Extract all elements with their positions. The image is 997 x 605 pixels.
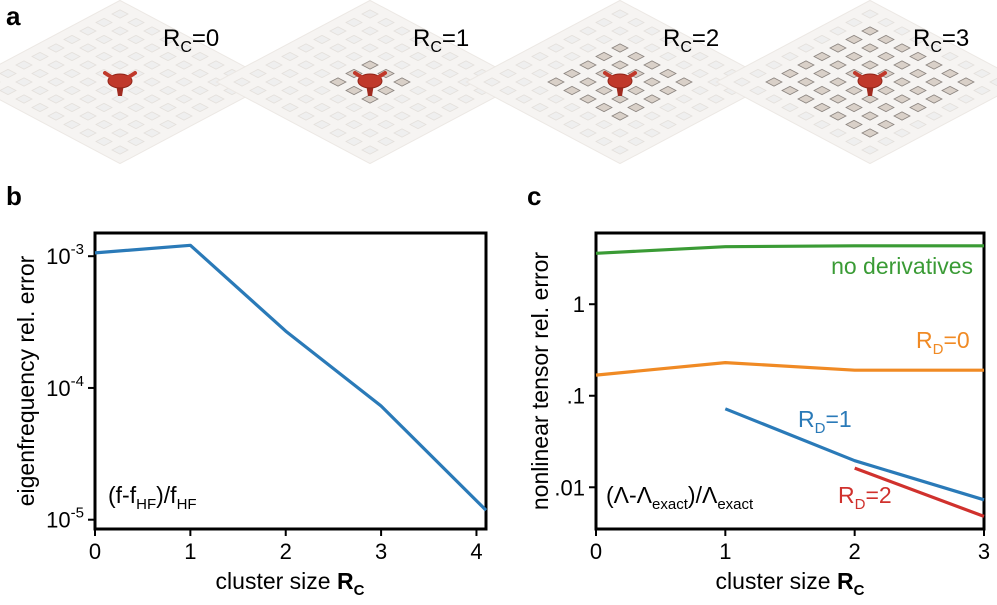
- cluster-center-2: [603, 71, 637, 96]
- svg-text:RC=0: RC=0: [163, 25, 219, 56]
- plot-b-xtick-label-2: 2: [280, 539, 292, 564]
- plot-c-ytick-label-2: .01: [554, 475, 585, 500]
- plot-b-annotation: (f-fHF)/fHF: [108, 482, 197, 513]
- plot-c-ytick-label-0: 1: [573, 292, 585, 317]
- cluster-lattices: [0, 0, 997, 165]
- cluster-label-0: RC=0: [163, 25, 219, 56]
- plot-b-ytick-label-0: 10-3: [46, 241, 84, 269]
- plot-b-xtick-label-4: 4: [470, 539, 482, 564]
- plot-b-xtick-label-1: 1: [184, 539, 196, 564]
- cluster-center-1: [353, 71, 387, 96]
- plot-b-xtick-label-3: 3: [375, 539, 387, 564]
- plot-c-series-line-1: [595, 361, 984, 377]
- plot-b-ytick-label-1: 10-4: [46, 373, 84, 401]
- plot-c-series: [595, 244, 985, 518]
- plot-b-x-axis-label: cluster size RC: [216, 568, 365, 599]
- plot-b-xtick-label-0: 0: [89, 539, 101, 564]
- cluster-center-3: [853, 71, 887, 96]
- panel-b-letter: b: [6, 181, 22, 211]
- cluster-lattice-2: [465, 0, 775, 165]
- plot-c-ticks: 0 1 2 3 1 .1 .01: [554, 292, 990, 564]
- svg-text:RC=1: RC=1: [413, 25, 469, 56]
- cluster-label-1: RC=1: [413, 25, 469, 56]
- plot-c-series-line-0: [595, 244, 984, 255]
- plot-c-ytick-label-1: .1: [567, 384, 585, 409]
- cluster-label-3: RC=3: [913, 25, 969, 56]
- plot-c-y-axis-label: nonlinear tensor rel. error: [527, 252, 553, 511]
- cluster-lattice-3: [715, 0, 997, 165]
- plot-c-x-axis-label: cluster size RC: [716, 568, 865, 599]
- svg-text:RC=2: RC=2: [663, 25, 719, 56]
- plot-b-ticks: 0 1 2 3 4 10-3 10-4 10-5: [46, 241, 482, 564]
- panel-c-letter: c: [527, 181, 541, 211]
- plot-b-frame: [93, 231, 488, 531]
- plot-b-y-axis-label: eigenfrequency rel. error: [13, 255, 39, 506]
- cluster-label-2: RC=2: [663, 25, 719, 56]
- plot-b-series: [94, 243, 488, 512]
- plot-c-series-line-3: [854, 466, 985, 518]
- plot-c-xtick-label-1: 1: [719, 539, 731, 564]
- series-label-rd2: RD=2: [838, 482, 892, 513]
- plot-c-series-line-2: [724, 407, 985, 502]
- panel-a-letter: a: [6, 1, 21, 31]
- plot-c-xtick-label-3: 3: [978, 539, 990, 564]
- plot-b-ytick-label-2: 10-5: [46, 505, 84, 533]
- plot-c-xtick-label-0: 0: [590, 539, 602, 564]
- series-label-rd1: RD=1: [798, 406, 852, 437]
- series-label-no-derivatives: no derivatives: [831, 253, 973, 279]
- cluster-center-0: [103, 71, 137, 96]
- plot-c-annotation: (Λ-Λexact)/Λexact: [606, 482, 754, 513]
- svg-text:RC=3: RC=3: [913, 25, 969, 56]
- plot-c-xtick-label-2: 2: [849, 539, 861, 564]
- plot-b-series-line-0: [94, 243, 488, 512]
- plot-c-frame: [594, 231, 986, 531]
- series-label-rd0: RD=0: [916, 327, 970, 358]
